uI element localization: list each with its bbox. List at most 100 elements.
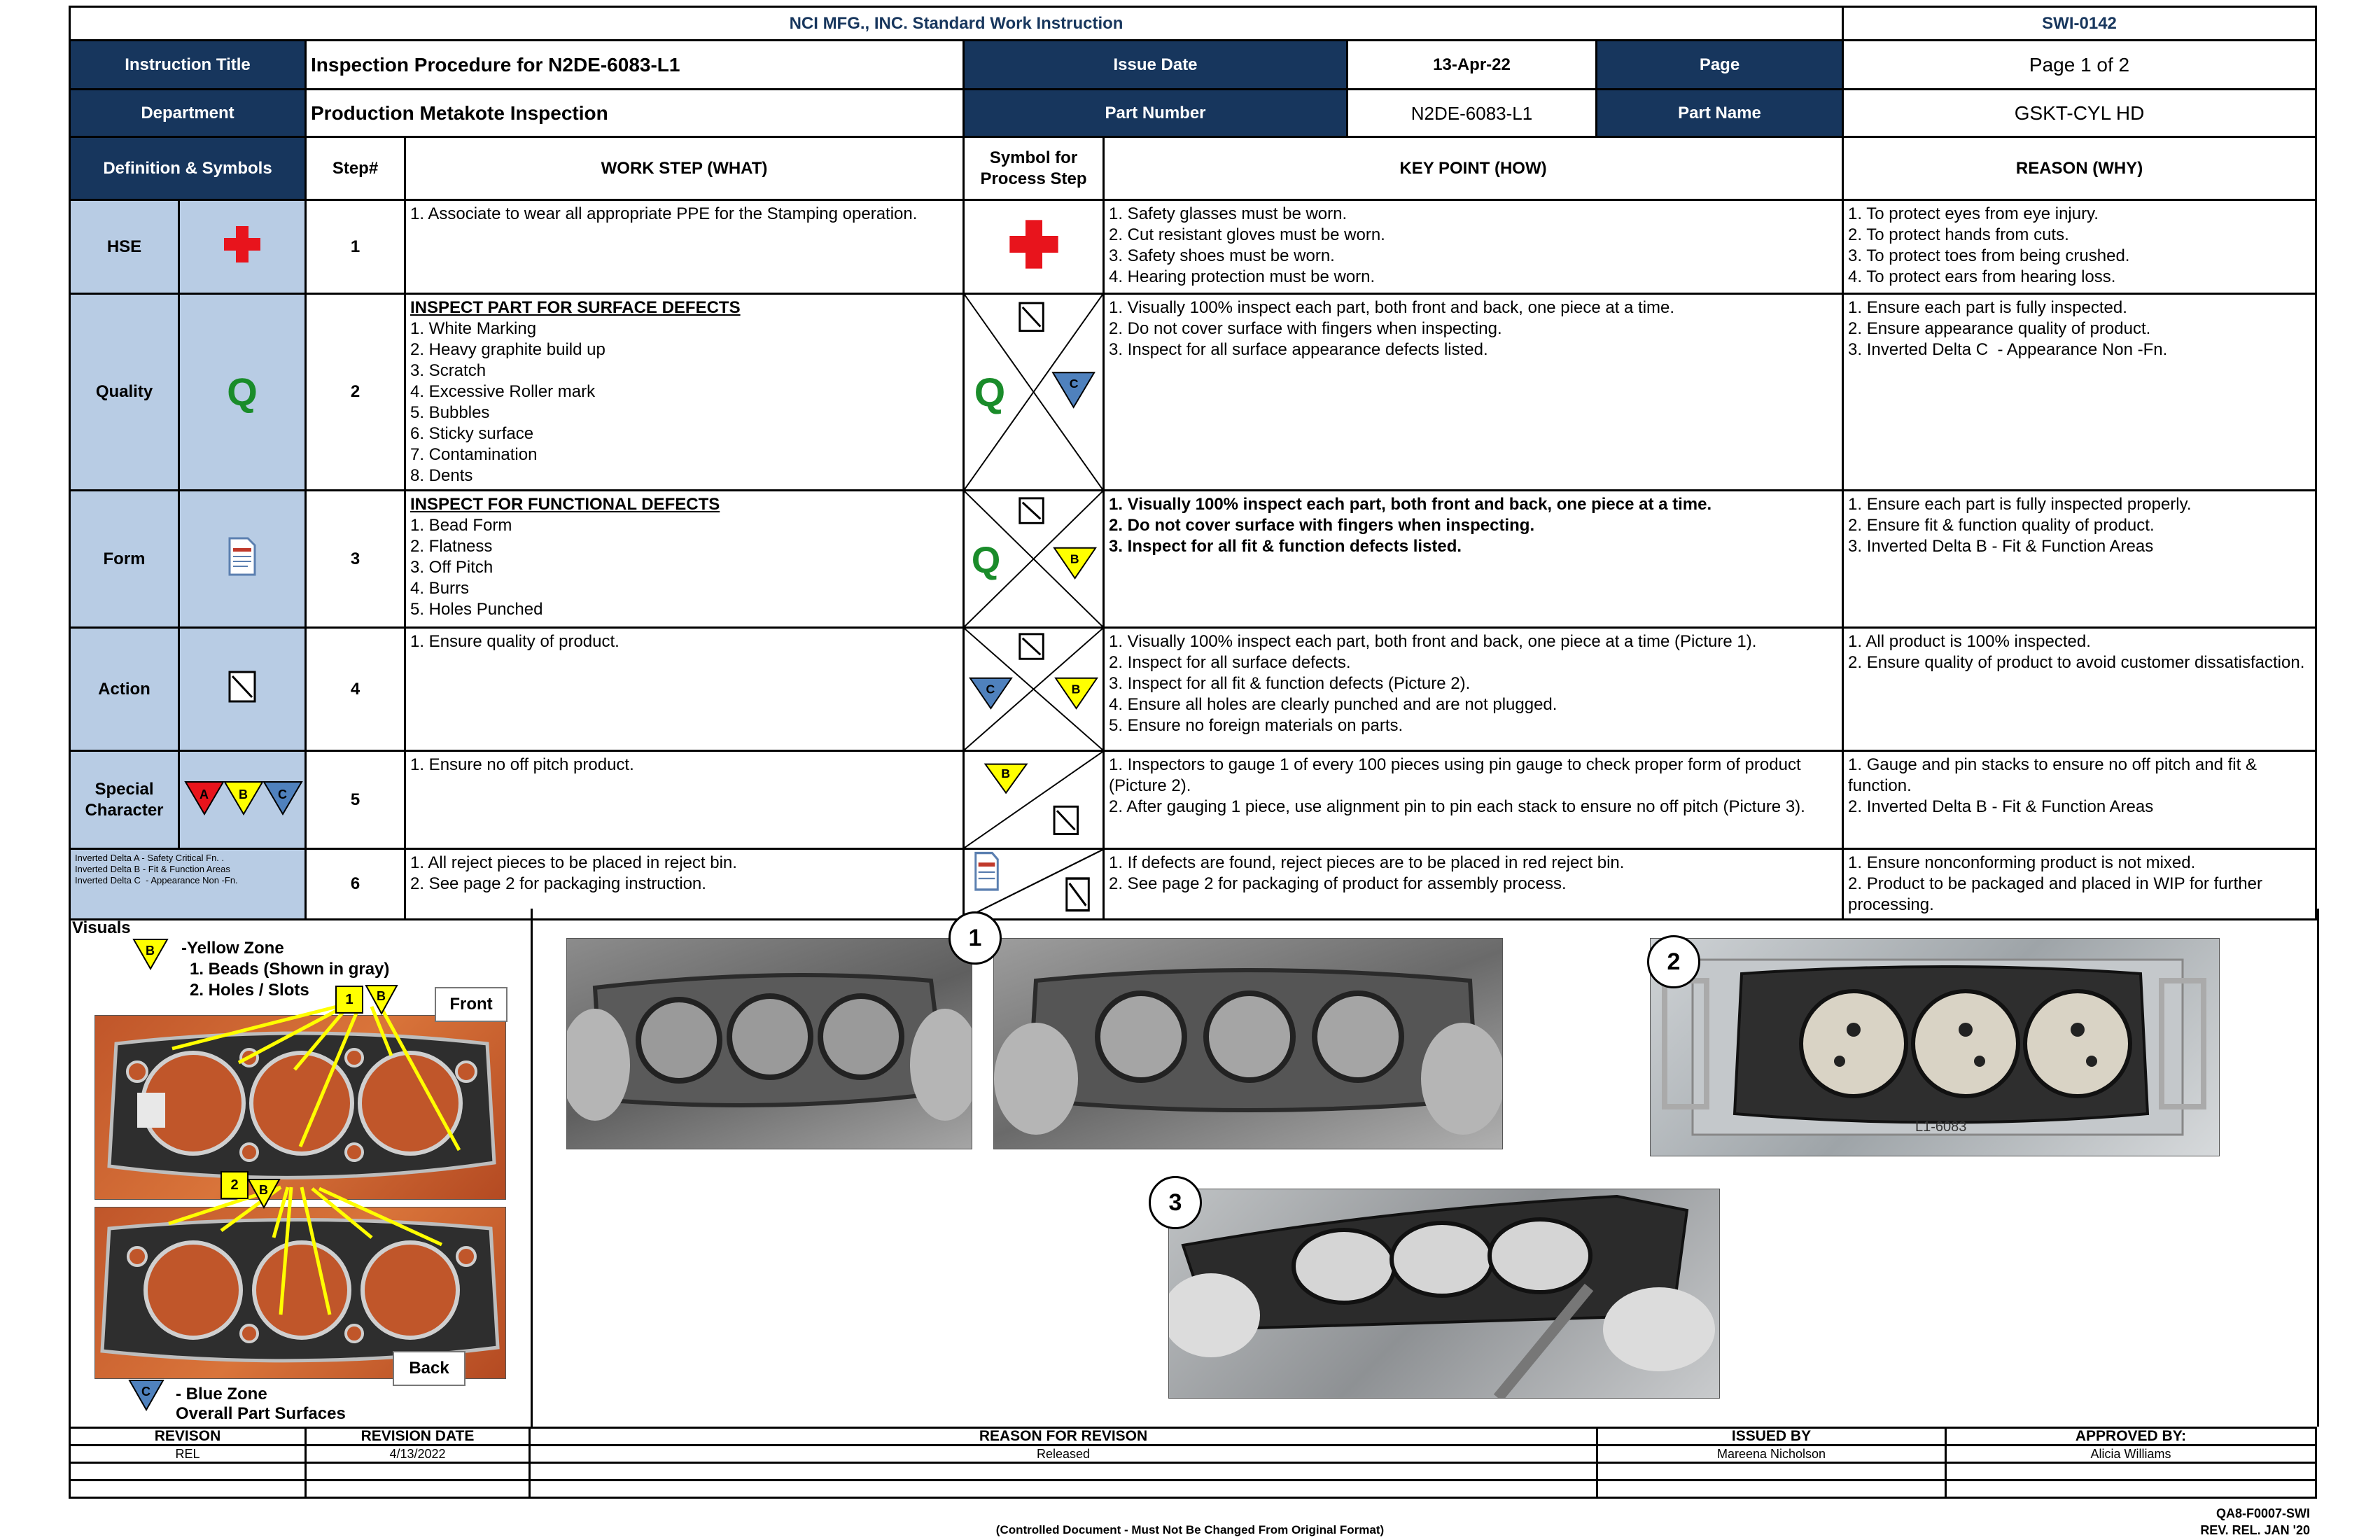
step-6-why-2: 2. Product to be packaged and placed in … [1848,874,2267,914]
issue-date: 13-Apr-22 [1346,39,1597,90]
delta-c-icon: C [262,780,303,816]
process-symbol-x [965,492,1102,626]
definitions-header: Definition & Symbols [69,136,307,201]
blue-zone-title: - Blue Zone [176,1385,267,1404]
picture-1-marker: 1 [948,911,1002,965]
rev-cell-approved: Alicia Williams [1945,1444,2317,1464]
page-value: Page 1 of 2 [1842,39,2318,90]
zone-arrows [168,1001,461,1315]
svg-text:Q: Q [974,370,1005,415]
form-document-icon [178,489,307,629]
step-3-how: 1. Visually 100% inspect each part, both… [1102,489,1844,629]
step-3-what: INSPECT FOR FUNCTIONAL DEFECTS 1. Bead F… [404,489,965,629]
picture-1b [993,938,1503,1149]
yellow-zone-legend: -Yellow Zone 1. Beads (Shown in gray) 2.… [181,938,389,1001]
svg-text:C: C [986,682,995,696]
delta-b-icon: B [223,780,264,816]
rev-header-revision: REVISON [69,1427,307,1446]
svg-text:B: B [146,944,155,958]
controlled-document-note: (Controlled Document - Must Not Be Chang… [995,1523,1385,1536]
svg-text:B: B [259,1183,268,1197]
rev-cell-date: 4/13/2022 [304,1444,531,1464]
svg-text:B: B [1070,552,1079,566]
form-revision: REV. REL. JAN '20 [2200,1523,2310,1537]
action-icon [1018,497,1044,524]
step-2-what-8: 8. Dents [410,466,473,485]
picture-3-marker: 3 [1149,1176,1202,1229]
delta-legend: Inverted Delta A - Safety Critical Fn. .… [69,848,307,920]
step-1-how-4: 4. Hearing protection must be worn. [1109,267,1376,286]
visuals-divider [531,909,533,1427]
process-symbol-diagonal [965,850,1102,918]
rev-header-issued: ISSUED BY [1596,1427,1947,1446]
step-3-how-1: 1. Visually 100% inspect each part, both… [1109,495,1712,514]
def-action-label: Action [69,626,180,752]
step-4-what-1: 1. Ensure quality of product. [410,632,620,651]
rev-cell-issued: Mareena Nicholson [1596,1444,1947,1464]
step-3-what-4: 4. Burrs [410,579,470,598]
delta-b-icon: B [1054,677,1098,710]
rev-cell-revision: REL [69,1444,307,1464]
step-5-what: 1. Ensure no off pitch product. [404,750,965,850]
picture-1a [566,938,972,1149]
step-5-why-1: 1. Gauge and pin stacks to ensure no off… [1848,755,2262,795]
step-4-how-4: 4. Ensure all holes are clearly punched … [1109,695,1558,714]
def-form-label: Form [69,489,180,629]
red-cross-icon [1009,219,1058,269]
picture-3 [1168,1189,1720,1399]
step-3-heading: INSPECT FOR FUNCTIONAL DEFECTS [410,495,720,514]
step-4-how-5: 5. Ensure no foreign materials on parts. [1109,716,1404,735]
visuals-section: Visuals B -Yellow Zone 1. Beads (Shown i… [69,909,2319,1427]
step-3-what-5: 5. Holes Punched [410,600,543,619]
step-3-what-1: 1. Bead Form [410,516,512,535]
def-hse-label: HSE [69,199,180,295]
step-1-why: 1. To protect eyes from eye injury. 2. T… [1842,199,2318,295]
step-1-how-3: 3. Safety shoes must be worn. [1109,246,1335,265]
legend-delta-c: Inverted Delta C - Appearance Non -Fn. [75,875,238,886]
red-cross-icon [178,199,307,295]
action-icon [1065,877,1090,912]
quality-q-icon: Q [178,293,307,491]
legend-delta-b: Inverted Delta B - Fit & Function Areas [75,864,230,874]
svg-text:B: B [1072,682,1081,696]
step-1-how-2: 2. Cut resistant gloves must be worn. [1109,225,1385,244]
delta-c-icon: C [128,1380,164,1411]
step-6-what-1: 1. All reject pieces to be placed in rej… [410,853,737,872]
step-4-why-2: 2. Ensure quality of product to avoid cu… [1848,653,2305,672]
step-3-how-2: 2. Do not cover surface with fingers whe… [1109,516,1535,535]
step-4-how-1: 1. Visually 100% inspect each part, both… [1109,632,1757,651]
rev-empty-cell [1945,1462,2317,1481]
instruction-title: Inspection Procedure for N2DE-6083-L1 [304,39,965,90]
svg-text:A: A [200,788,209,802]
step-3-how-3: 3. Inspect for all fit & function defect… [1109,537,1462,556]
step-2-how-1: 1. Visually 100% inspect each part, both… [1109,298,1675,317]
step-2-why-3: 3. Inverted Delta C - Appearance Non -Fn… [1848,340,2168,359]
step-2-num: 2 [304,293,406,491]
step-2-heading: INSPECT PART FOR SURFACE DEFECTS [410,298,741,317]
photo2-part-label: L1-6083 [1915,1119,1967,1135]
step-4-what: 1. Ensure quality of product. [404,626,965,752]
company-title: NCI MFG., INC. Standard Work Instruction [68,6,1844,41]
yellow-zone-item-1: 1. Beads (Shown in gray) [190,960,390,979]
rev-empty-cell [528,1462,1598,1481]
step-6-how: 1. If defects are found, reject pieces a… [1102,848,1844,920]
svg-text:Q: Q [972,540,1000,581]
step-2-why-2: 2. Ensure appearance quality of product. [1848,319,2151,338]
step-4-why: 1. All product is 100% inspected. 2. Ens… [1842,626,2318,752]
legend-delta-a: Inverted Delta A - Safety Critical Fn. . [75,853,225,863]
part-name-label: Part Name [1595,88,1844,138]
delta-b-icon: B [983,763,1028,794]
quality-q-icon: Q [972,540,1000,581]
process-symbol-x [965,629,1102,749]
svg-text:C: C [278,788,287,802]
form-number: QA8-F0007-SWI [2216,1506,2310,1520]
revision-section: REVISON REVISION DATE REASON FOR REVISON… [69,1427,2317,1499]
step-5-what-1: 1. Ensure no off pitch product. [410,755,634,774]
picture-2-marker: 2 [1647,935,1700,988]
department-label: Department [69,88,307,138]
step-2-what: INSPECT PART FOR SURFACE DEFECTS 1. Whit… [404,293,965,491]
step-4-symbol: C B [962,626,1105,752]
marker-2: 2 [220,1171,248,1199]
rev-header-date: REVISION DATE [304,1427,531,1446]
step-1-num: 1 [304,199,406,295]
